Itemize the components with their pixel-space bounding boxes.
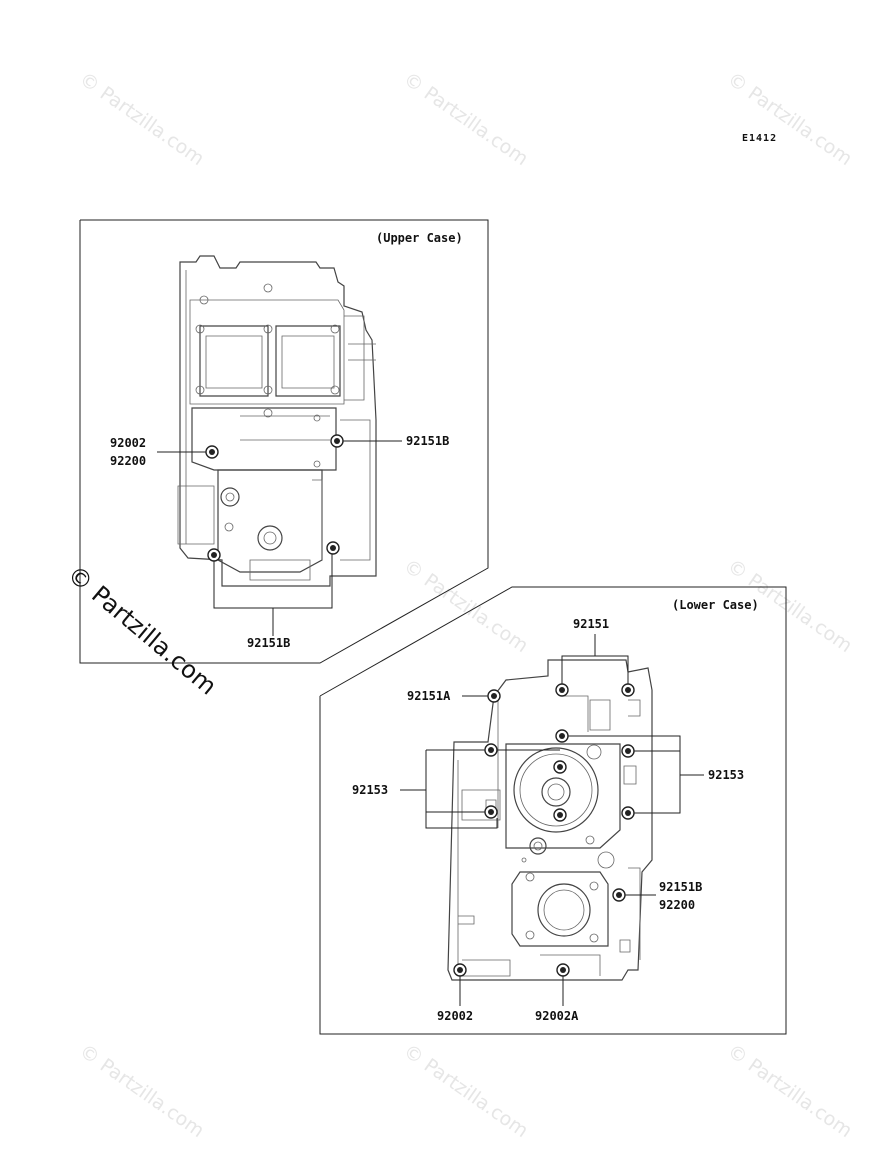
upper-bolt (207, 548, 221, 562)
lower-bolt (612, 888, 626, 902)
diagram-code: E1412 (742, 133, 777, 144)
lower-bolt (621, 806, 635, 820)
lower-bolt (553, 808, 567, 822)
callout-label: 92153 (708, 768, 744, 782)
upper-bolt (205, 445, 219, 459)
callout-label: 92002 (110, 436, 146, 450)
lower-case-frame (319, 586, 787, 1035)
callout-label: 92200 (110, 454, 146, 468)
upper-case-frame (79, 219, 489, 664)
lower-bolt (487, 689, 501, 703)
lower-bolt (453, 963, 467, 977)
lower-bolt (621, 683, 635, 697)
lower-bolt (621, 744, 635, 758)
callout-label: 92151 (573, 617, 609, 631)
lower-bolt (556, 963, 570, 977)
callout-label: 92153 (352, 783, 388, 797)
lower-bolt (555, 683, 569, 697)
lower-bolt (555, 729, 569, 743)
callout-label: 92151B (406, 434, 449, 448)
callout-label: 92200 (659, 898, 695, 912)
upper-case-panel: (Upper Case) (79, 219, 489, 664)
lower-bolt (553, 760, 567, 774)
upper-crankcase-drawing (177, 255, 377, 587)
lower-bolt (484, 743, 498, 757)
callout-label: 92151B (247, 636, 290, 650)
upper-case-title: (Upper Case) (376, 231, 463, 245)
upper-bolt (326, 541, 340, 555)
upper-bolt (330, 434, 344, 448)
callout-label: 92151B (659, 880, 702, 894)
callout-label: 92151A (407, 689, 451, 703)
callout-label: 92002A (535, 1009, 579, 1023)
lower-case-panel: (Lower Case) (319, 586, 787, 1035)
callout-label: 92002 (437, 1009, 473, 1023)
lower-crankcase-drawing (447, 659, 653, 981)
lower-bolt (484, 805, 498, 819)
lower-case-title: (Lower Case) (672, 598, 759, 612)
